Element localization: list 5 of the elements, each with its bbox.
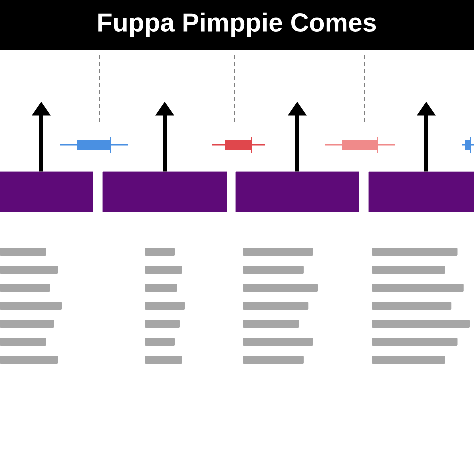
process-box: [236, 172, 360, 212]
process-box: [368, 172, 474, 212]
process-box: [0, 172, 94, 212]
title-banner: Fuppa Pimppie Comes: [0, 0, 474, 50]
process-box: [102, 172, 228, 212]
